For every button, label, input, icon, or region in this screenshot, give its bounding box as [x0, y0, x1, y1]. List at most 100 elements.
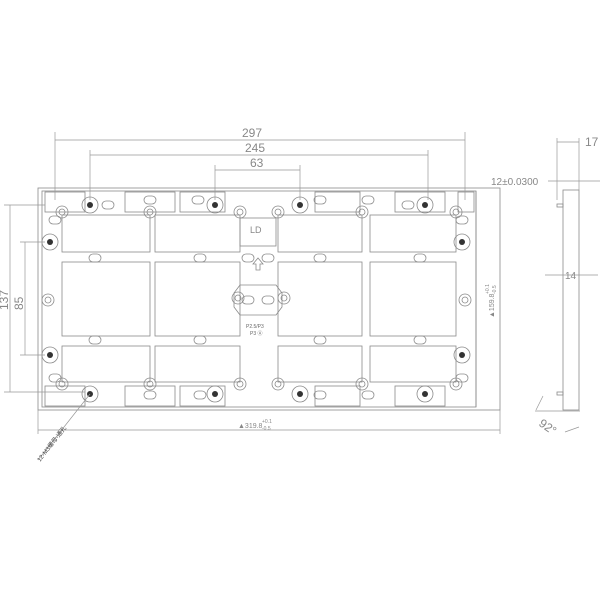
side-tab — [556, 391, 564, 396]
dim-text: 137 — [0, 290, 11, 310]
locating-hole — [280, 294, 288, 302]
model-label: P2.5/P3 — [246, 324, 264, 330]
dimension-85: 85 — [12, 241, 45, 356]
dim-text: 14 — [565, 271, 577, 282]
arrow-up-icon — [252, 257, 264, 271]
frame-bay — [124, 191, 176, 213]
mounting-hole — [459, 352, 465, 358]
module-cell — [61, 214, 151, 253]
locating-ring — [55, 205, 69, 219]
module-cell — [277, 345, 363, 383]
magnet-slot — [261, 295, 275, 305]
ld-box — [239, 217, 277, 247]
mounting-hole-ring — [416, 196, 434, 214]
mounting-hole — [422, 202, 428, 208]
ld-label: LD — [250, 225, 262, 235]
locating-hole — [452, 208, 460, 216]
magnet-slot — [361, 390, 375, 400]
frame-bay — [179, 191, 226, 213]
locating-hole — [58, 208, 66, 216]
frame-bay — [44, 191, 86, 213]
mounting-hole — [47, 239, 53, 245]
locating-hole — [236, 208, 244, 216]
locating-hole — [358, 380, 366, 388]
magnet-slot — [143, 390, 157, 400]
dimension-board-width: ▲319.8 +0.1 -0.5 — [37, 410, 501, 434]
module-cell — [369, 214, 457, 253]
module-cell — [154, 214, 241, 253]
locating-ring — [233, 377, 247, 391]
locating-hole — [461, 296, 469, 304]
mounting-hole — [47, 352, 53, 358]
mounting-hole — [297, 391, 303, 397]
module-cell — [154, 261, 241, 337]
magnet-slot — [101, 200, 115, 210]
center-bracket — [233, 284, 283, 316]
mounting-hole-ring — [453, 233, 471, 251]
locating-ring — [271, 205, 285, 219]
locating-ring — [143, 205, 157, 219]
locating-hole — [146, 380, 154, 388]
locating-ring — [449, 205, 463, 219]
locating-hole — [44, 296, 52, 304]
mounting-hole-ring — [206, 385, 224, 403]
locating-ring — [143, 377, 157, 391]
magnet-slot — [88, 253, 102, 263]
locating-hole — [234, 294, 242, 302]
mounting-hole-ring — [416, 385, 434, 403]
locating-ring — [41, 293, 55, 307]
magnet-slot — [401, 200, 415, 210]
frame-outline — [41, 190, 477, 408]
locating-ring — [355, 377, 369, 391]
dim-text: 245 — [245, 141, 265, 155]
magnet-slot — [313, 195, 327, 205]
dimension-63: 63 — [214, 156, 301, 200]
module-cell — [154, 345, 241, 383]
locating-ring — [355, 205, 369, 219]
magnet-slot — [413, 253, 427, 263]
dimension-137: 137 — [0, 204, 85, 393]
frame-bay — [314, 191, 361, 213]
mounting-hole-ring — [453, 346, 471, 364]
frame-bay — [179, 385, 226, 407]
frame-bay — [314, 385, 361, 407]
magnet-slot — [48, 215, 62, 225]
model-sub-label: P3 Ⓐ — [250, 330, 263, 337]
frame-bay — [457, 191, 475, 213]
magnet-slot — [361, 195, 375, 205]
magnet-slot — [313, 253, 327, 263]
side-tab — [556, 203, 564, 208]
frame-bay — [394, 191, 446, 213]
side-view: 17 12±0.0300 14 92° — [491, 135, 600, 438]
dim-tol: -0.5 — [262, 426, 271, 432]
frame-bay — [394, 385, 446, 407]
module-cell — [277, 214, 363, 253]
dim-text: ▲159.8 — [489, 293, 496, 318]
mounting-hole — [422, 391, 428, 397]
mounting-hole-ring — [81, 385, 99, 403]
magnet-slot — [455, 373, 469, 383]
magnet-slot — [313, 335, 327, 345]
hole-callout: 12-M3螺母-通孔 — [35, 393, 91, 463]
dimension-board-height: ▲159.8 +0.1 -0.5 — [485, 284, 498, 318]
magnet-slot — [88, 335, 102, 345]
magnet-slot — [241, 253, 255, 263]
dim-text: 92° — [536, 416, 559, 438]
dim-text: 85 — [12, 296, 26, 310]
dim-text: ▲319.8 — [238, 423, 263, 430]
locating-ring — [55, 377, 69, 391]
mounting-hole — [297, 202, 303, 208]
panel-front-view: LD P2.5/P3 P3 Ⓐ — [37, 187, 501, 411]
mounting-hole — [87, 202, 93, 208]
magnet-slot — [143, 195, 157, 205]
magnet-slot — [48, 373, 62, 383]
dim-text: 12±0.0300 — [491, 177, 539, 188]
dim-tol: +0.1 — [262, 419, 272, 425]
locating-hole — [452, 380, 460, 388]
mounting-hole — [459, 239, 465, 245]
locating-hole — [146, 208, 154, 216]
locating-hole — [236, 380, 244, 388]
magnet-slot — [261, 253, 275, 263]
